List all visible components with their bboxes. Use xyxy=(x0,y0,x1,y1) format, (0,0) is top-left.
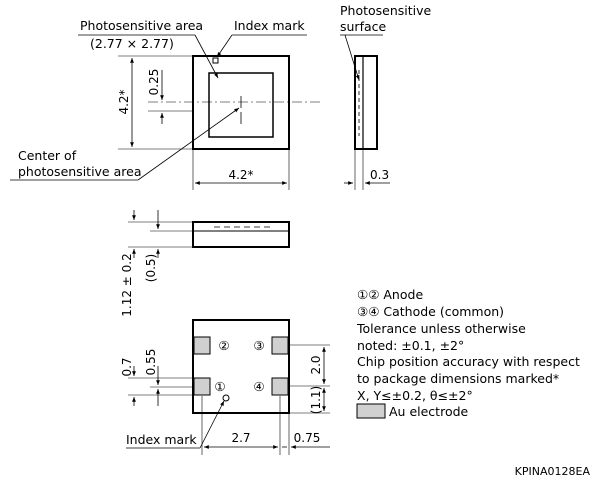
photosensitive-area-size-label: (2.77 × 2.77) xyxy=(90,36,174,51)
electrode-pad-4 xyxy=(271,377,289,396)
au-electrode-swatch xyxy=(356,403,386,419)
notes: ①② Anode ③④ Cathode (common) Tolerance u… xyxy=(356,287,580,419)
side-view-labels: Photosensitive surface 0.3 xyxy=(340,3,432,182)
electrode-pad-2 xyxy=(193,336,211,355)
pin-1-label: ① xyxy=(214,379,225,394)
note-au-electrode: Au electrode xyxy=(389,404,469,419)
dim-total-height: 1.12 ± 0.2 xyxy=(120,253,134,317)
drawing-reference-code: KPINA0128EA xyxy=(515,465,591,478)
dim-top-height: 4.2* xyxy=(117,89,131,114)
dim-pitch-right-2: (1.1) xyxy=(309,386,323,414)
electrode-pad-1 xyxy=(193,377,211,396)
front-view-labels: 1.12 ± 0.2 (0.5) xyxy=(120,253,158,317)
index-mark-square-top xyxy=(212,57,219,64)
note-tolerance-2: noted: ±0.1, ±2° xyxy=(357,338,464,353)
dim-bottom-edge: 0.75 xyxy=(294,431,321,445)
note-chip-position-3: X, Y≤±0.2, θ≤±2° xyxy=(357,388,473,403)
dim-pitch-right-1: 2.0 xyxy=(309,355,323,374)
center-photosensitive-area-label: photosensitive area xyxy=(18,164,141,179)
dim-chip-height: (0.5) xyxy=(144,254,158,282)
note-anode: ①② Anode xyxy=(357,287,423,302)
photosensitive-area-label: Photosensitive area xyxy=(80,18,203,33)
bottom-view-labels: ② ③ ① ④ 0.7 0.55 2.0 (1.1) 2.7 0.75 Inde… xyxy=(120,338,323,447)
dim-pitch-left-2: 0.55 xyxy=(144,349,158,376)
dim-pitch-left-1: 0.7 xyxy=(120,357,134,376)
note-chip-position-1: Chip position accuracy with respect xyxy=(357,354,580,369)
photosensitive-surface-label-2: surface xyxy=(340,19,387,34)
note-tolerance-1: Tolerance unless otherwise xyxy=(356,321,526,336)
electrode-pad-3 xyxy=(271,336,289,355)
bottom-view-package xyxy=(192,319,290,414)
note-cathode: ③④ Cathode (common) xyxy=(357,304,504,319)
photosensitive-area-square xyxy=(208,72,274,138)
index-mark-bottom-label: Index mark xyxy=(126,432,197,447)
dim-top-offset: 0.25 xyxy=(147,69,161,96)
pin-4-label: ④ xyxy=(253,379,264,394)
pin-3-label: ③ xyxy=(253,338,264,353)
index-mark-top-label: Index mark xyxy=(234,18,305,33)
side-view xyxy=(340,34,390,190)
dim-bottom-width: 2.7 xyxy=(231,431,250,445)
front-view xyxy=(128,210,290,258)
index-mark-circle-bottom xyxy=(222,394,230,402)
center-of-label: Center of xyxy=(18,148,77,163)
front-view-package xyxy=(192,221,290,248)
top-view-package xyxy=(192,55,290,150)
bottom-view xyxy=(126,319,330,455)
dim-top-width: 4.2* xyxy=(228,168,253,182)
side-view-package xyxy=(354,55,378,150)
pin-2-label: ② xyxy=(218,338,229,353)
photosensitive-surface-label-1: Photosensitive xyxy=(340,3,432,18)
top-view-labels: Photosensitive area (2.77 × 2.77) Index … xyxy=(18,18,305,182)
dim-side-thickness: 0.3 xyxy=(370,168,389,182)
note-chip-position-2: to package dimensions marked* xyxy=(357,371,559,386)
top-view xyxy=(10,34,320,190)
